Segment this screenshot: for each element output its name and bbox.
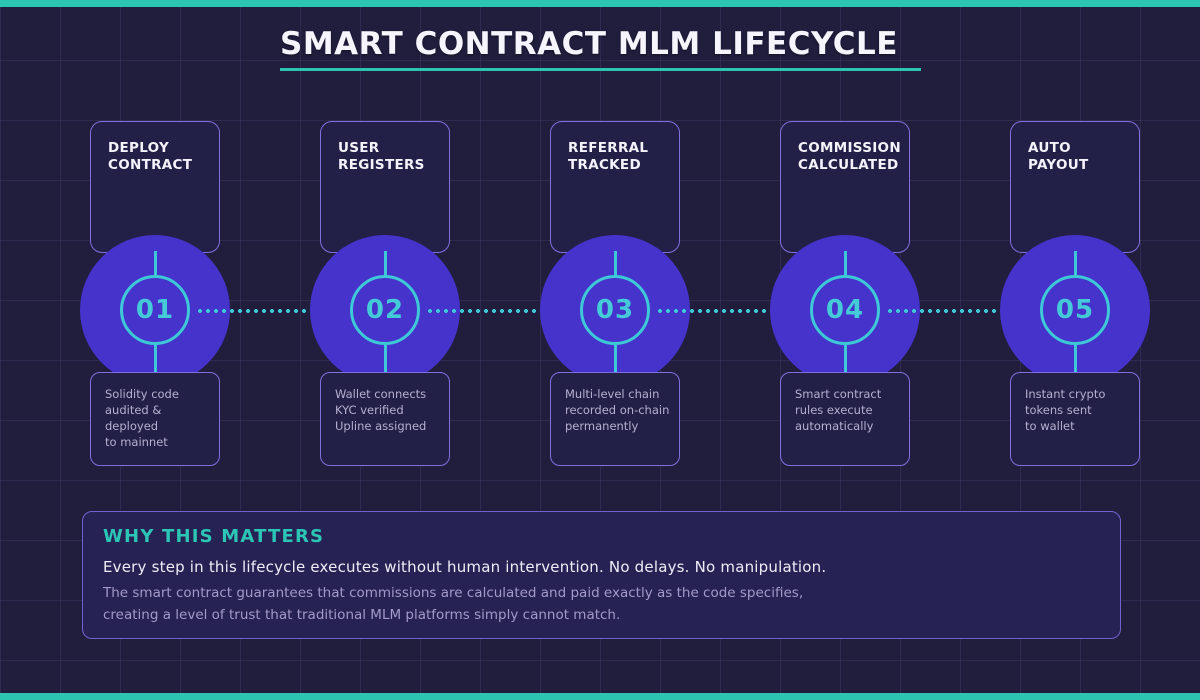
why-heading: WHY THIS MATTERS [103, 526, 325, 547]
step-title-card: USER REGISTERS [320, 121, 450, 253]
connector-line [1073, 343, 1077, 374]
step-column-4: COMMISSION CALCULATED 04 Smart contract … [770, 121, 1000, 467]
title-underline [280, 68, 921, 71]
step-description-card: Multi-level chain recorded on-chain perm… [550, 372, 680, 466]
step-number-ring: 03 [580, 275, 650, 345]
connector-dots [427, 308, 540, 314]
why-secondary-text: The smart contract guarantees that commi… [103, 585, 804, 601]
top-accent-bar [0, 0, 1200, 7]
why-primary-text: Every step in this lifecycle executes wi… [103, 558, 827, 576]
step-number: 04 [825, 295, 865, 325]
step-description-card: Solidity code audited & deployed to main… [90, 372, 220, 466]
step-title-card: COMMISSION CALCULATED [780, 121, 910, 253]
step-description-card: Smart contract rules execute automatical… [780, 372, 910, 466]
step-description-card: Wallet connects KYC verified Upline assi… [320, 372, 450, 466]
page-title: SMART CONTRACT MLM LIFECYCLE [280, 26, 898, 62]
step-number-ring: 02 [350, 275, 420, 345]
why-this-matters-panel: WHY THIS MATTERS Every step in this life… [82, 511, 1121, 639]
step-number: 02 [365, 295, 405, 325]
step-description-card: Instant crypto tokens sent to wallet [1010, 372, 1140, 466]
connector-line [843, 343, 847, 374]
connector-line [153, 343, 157, 374]
step-column-2: USER REGISTERS 02 Wallet connects KYC ve… [310, 121, 540, 467]
connector-dots [197, 308, 310, 314]
step-column-5: AUTO PAYOUT 05 Instant crypto tokens sen… [1000, 121, 1150, 467]
step-number-ring: 04 [810, 275, 880, 345]
connector-line [153, 251, 157, 278]
step-number: 03 [595, 295, 635, 325]
connector-line [843, 251, 847, 278]
step-title-card: AUTO PAYOUT [1010, 121, 1140, 253]
step-number-ring: 01 [120, 275, 190, 345]
connector-line [383, 251, 387, 278]
bottom-accent-bar [0, 693, 1200, 700]
connector-dots [887, 308, 1000, 314]
title-block: SMART CONTRACT MLM LIFECYCLE [280, 27, 921, 71]
connector-line [613, 251, 617, 278]
why-secondary-text: creating a level of trust that tradition… [103, 607, 621, 623]
connector-dots [657, 308, 770, 314]
step-column-3: REFERRAL TRACKED 03 Multi-level chain re… [540, 121, 770, 467]
step-title-card: DEPLOY CONTRACT [90, 121, 220, 253]
step-column-1: DEPLOY CONTRACT 01 Solidity code audited… [80, 121, 310, 467]
step-title-card: REFERRAL TRACKED [550, 121, 680, 253]
step-number: 05 [1055, 295, 1095, 325]
connector-line [1073, 251, 1077, 278]
connector-line [383, 343, 387, 374]
connector-line [613, 343, 617, 374]
step-number: 01 [135, 295, 175, 325]
step-number-ring: 05 [1040, 275, 1110, 345]
